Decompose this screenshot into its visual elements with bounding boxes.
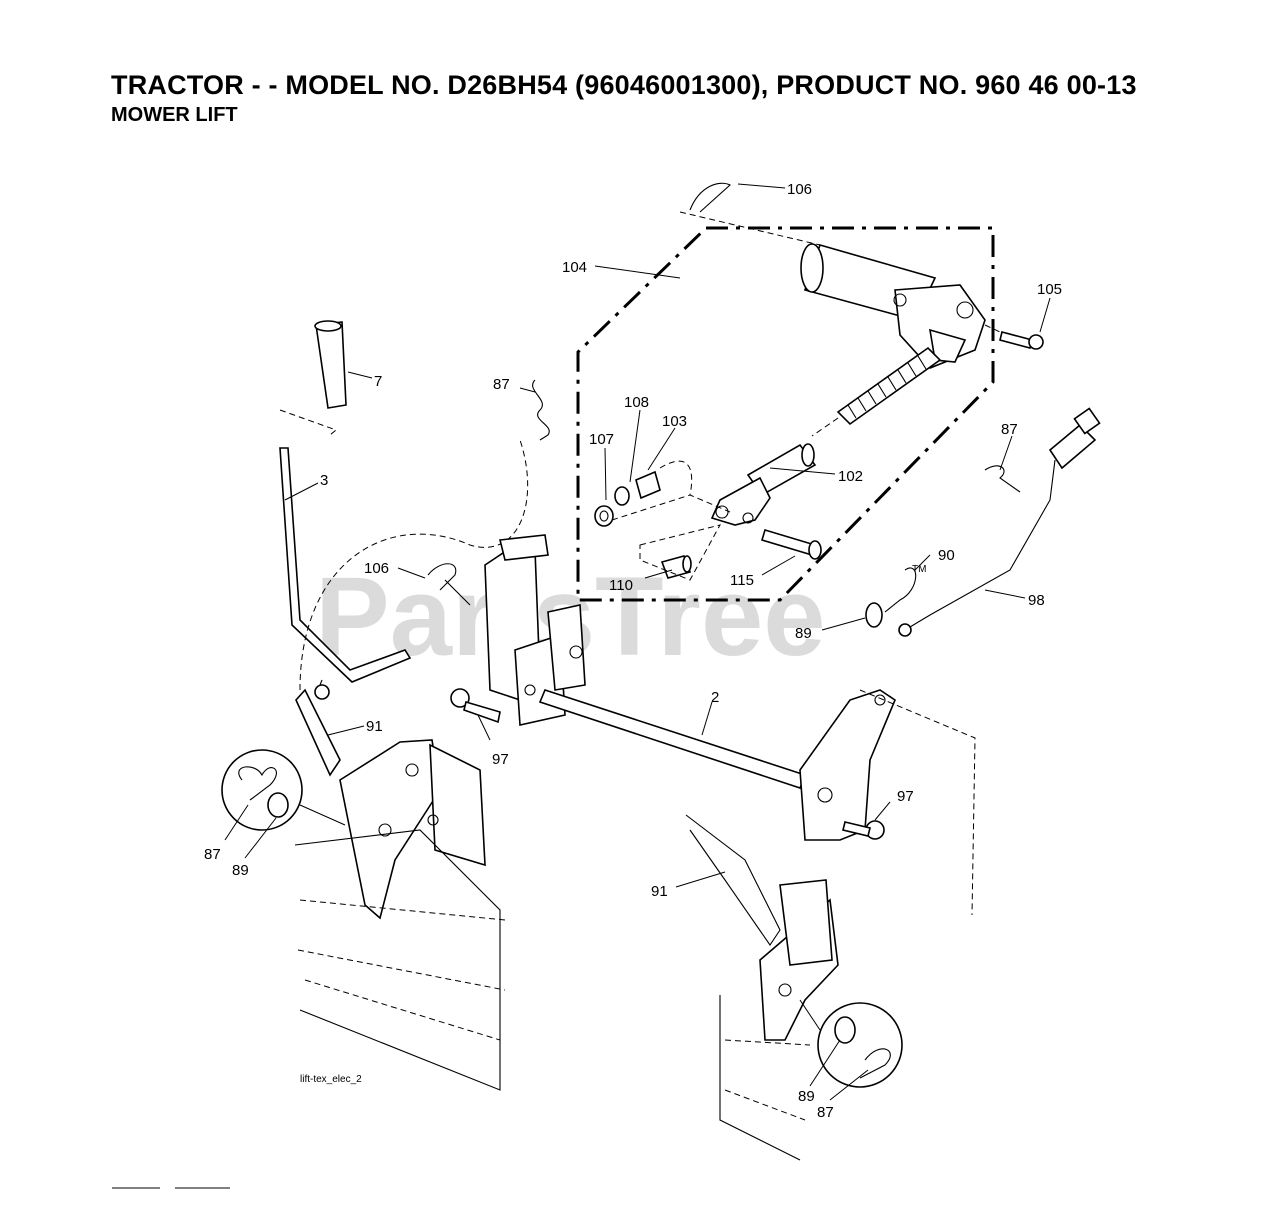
- detail-circle-right: [799, 999, 903, 1088]
- right-mower-deck: [719, 995, 811, 1161]
- clip-90: [884, 567, 917, 613]
- actuator-screw: [811, 346, 942, 437]
- actuator-motor: [800, 243, 986, 369]
- callout-87-circle-right: 87: [817, 1104, 834, 1121]
- callout-97-mid: 97: [492, 751, 509, 768]
- clevis-tube: [710, 443, 817, 526]
- right-lower-lift-arm: [685, 814, 839, 1041]
- lift-rod: [279, 447, 412, 700]
- bushing: [635, 470, 661, 500]
- callout-91-right: 91: [651, 883, 668, 900]
- drawing-id: lift-tex_elec_2: [300, 1074, 362, 1085]
- callout-87-circle-left: 87: [204, 846, 221, 863]
- page-subtitle: MOWER LIFT: [111, 104, 238, 126]
- bolt-97-left: [450, 688, 501, 724]
- lift-handle-grip: [279, 320, 347, 436]
- cross-shaft: [538, 689, 807, 789]
- spacer: [660, 555, 692, 579]
- callout-98: 98: [1028, 592, 1045, 609]
- callout-110: 110: [609, 577, 633, 594]
- linkage-path: [299, 439, 529, 691]
- right-lift-arm: [799, 689, 976, 916]
- callout-104: 104: [562, 259, 587, 276]
- watermark-tm: TM: [912, 564, 926, 575]
- callout-87-mid: 87: [493, 376, 510, 393]
- callout-106-left: 106: [364, 560, 389, 577]
- callout-87-right: 87: [1001, 421, 1018, 438]
- hairpin-clip-mid: [532, 379, 550, 441]
- callout-102: 102: [838, 468, 863, 485]
- callout-97-right: 97: [897, 788, 914, 805]
- callout-7: 7: [374, 373, 382, 390]
- callout-105: 105: [1037, 281, 1062, 298]
- hairpin-clip-top: [679, 182, 821, 246]
- callout-89-circle-left: 89: [232, 862, 249, 879]
- left-mower-deck: [294, 829, 506, 1091]
- bolt-97-right: [842, 820, 885, 840]
- hairpin-clip-left: [427, 563, 471, 606]
- clevis-pin: [761, 529, 822, 560]
- callout-2: 2: [711, 689, 719, 706]
- callout-115: 115: [730, 572, 754, 589]
- callout-107: 107: [589, 431, 614, 448]
- page-title: TRACTOR - - MODEL NO. D26BH54 (960460013…: [111, 70, 1137, 100]
- callout-leaders: [224, 183, 1051, 1101]
- hairpin-clip-right: [984, 465, 1021, 493]
- callout-91-left: 91: [366, 718, 383, 735]
- bolt-105: [984, 324, 1044, 350]
- callout-90: 90: [938, 547, 955, 564]
- callout-108: 108: [624, 394, 649, 411]
- callout-89-right: 89: [795, 625, 812, 642]
- left-lift-arm: [295, 688, 486, 920]
- actuator-assembly-outline: [576, 226, 995, 602]
- switch-rod: [898, 407, 1101, 637]
- washer-89-right: [865, 602, 883, 628]
- callout-106-top: 106: [787, 181, 812, 198]
- callout-89-circle-right: 89: [798, 1088, 815, 1105]
- nut: [594, 505, 614, 527]
- callout-3: 3: [320, 472, 328, 489]
- detail-circle-left: [221, 749, 346, 831]
- callout-103: 103: [662, 413, 687, 430]
- washer: [614, 486, 630, 506]
